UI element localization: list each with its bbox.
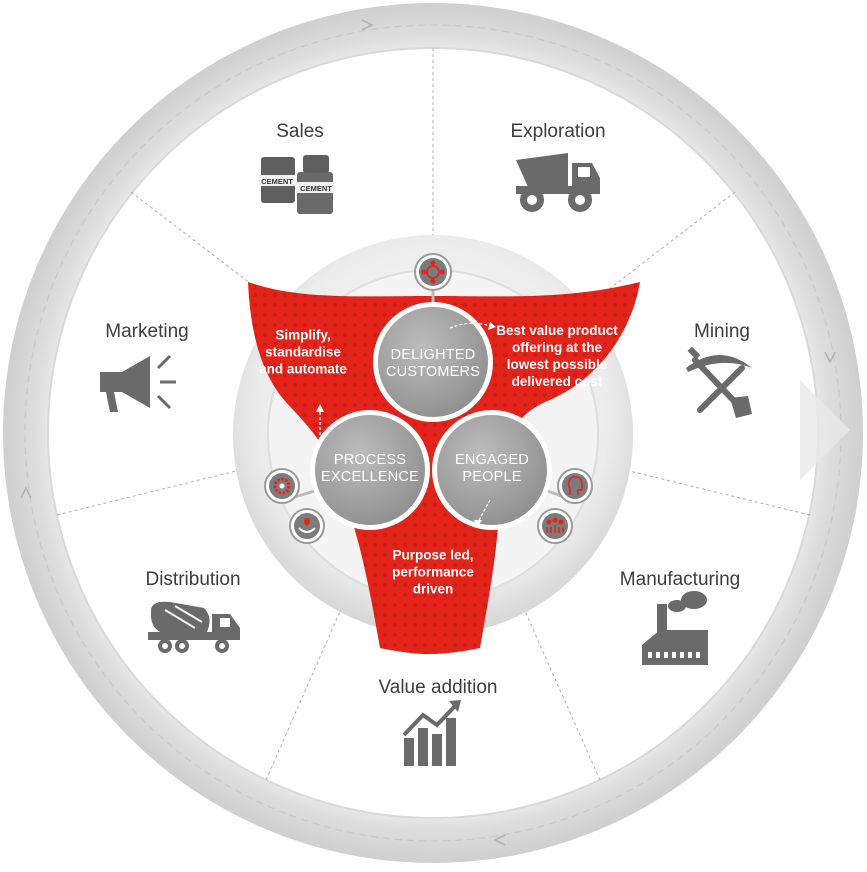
statement-purpose-led: Purpose led, performance driven	[392, 547, 474, 597]
growth-chart-icon	[402, 700, 461, 766]
segment-label-distribution: Distribution	[145, 569, 241, 590]
segment-label-exploration: Exploration	[510, 121, 606, 142]
network-icon	[414, 253, 452, 291]
pickaxe-shovel-icon	[686, 346, 752, 418]
hub-engaged-people	[432, 410, 552, 530]
team-icon	[537, 508, 573, 544]
cycle-arrow-heads	[20, 19, 836, 846]
segment-label-mining: Mining	[694, 321, 750, 342]
flow-arrow	[800, 380, 850, 480]
caring-hands-icon	[289, 508, 325, 544]
segment-label-marketing: Marketing	[105, 321, 189, 342]
factory-icon	[642, 591, 708, 665]
segment-label-value-addition: Value addition	[378, 677, 498, 698]
person-head-icon	[557, 468, 593, 504]
megaphone-icon	[100, 354, 176, 412]
hub-label-process-excellence: PROCESS EXCELLENCE	[321, 452, 419, 485]
cement-bag-label: CEMENT	[300, 184, 332, 193]
sector-dividers	[56, 48, 811, 781]
gear-icon	[264, 468, 300, 504]
statement-simplify: Simplify, standardise and automate	[259, 327, 347, 377]
statement-best-value: Best value product offering at the lowes…	[496, 323, 618, 389]
hub-dashed-arrows	[319, 322, 491, 523]
segment-label-sales: Sales	[276, 121, 324, 142]
cement-bag-label: CEMENT	[261, 177, 293, 186]
segment-label-manufacturing: Manufacturing	[619, 569, 741, 590]
cement-bags-icon: CEMENT CEMENT	[259, 155, 335, 214]
hub-label-delighted-customers: DELIGHTED CUSTOMERS	[385, 347, 481, 380]
hub-delighted-customers	[373, 302, 493, 422]
hub-process-excellence	[310, 410, 430, 530]
dump-truck-icon	[516, 153, 600, 212]
cement-mixer-truck-icon	[148, 601, 240, 653]
hub-arrow-heads	[316, 322, 496, 528]
hub-label-engaged-people: ENGAGED PEOPLE	[455, 452, 529, 485]
